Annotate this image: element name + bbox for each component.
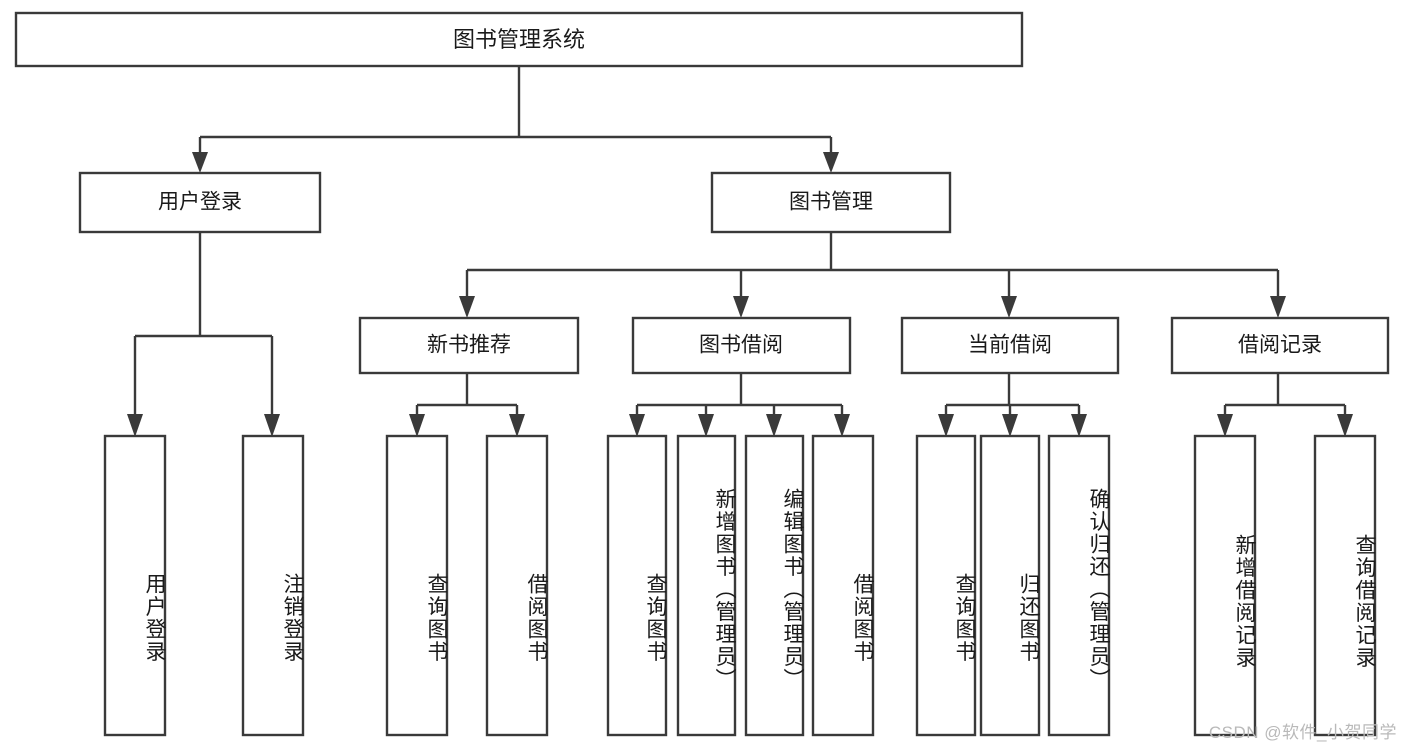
node-current-borrow[interactable]: 当前借阅 xyxy=(900,316,1120,375)
arrowhead-leaf-br-query xyxy=(1337,414,1353,437)
node-new-book-recommend[interactable]: 新书推荐 xyxy=(358,316,580,375)
node-root-box[interactable] xyxy=(14,11,1024,68)
node-current-borrow-box[interactable] xyxy=(900,316,1120,375)
node-root-label: 图书管理系统 xyxy=(453,27,585,52)
arrowhead-bookmgmt xyxy=(823,152,839,173)
arrowhead-currentborrow xyxy=(1001,296,1017,318)
leaf-box-bb-borrow[interactable] xyxy=(811,434,875,737)
node-new-book-recommend-box[interactable] xyxy=(358,316,580,375)
leaf-box-newbook-borrow[interactable] xyxy=(485,434,549,737)
leaf-box-user-logout[interactable] xyxy=(241,434,305,737)
arrowhead-bookborrow xyxy=(733,296,749,318)
arrowhead-leaf-br-add xyxy=(1217,414,1233,437)
arrowhead-newbook xyxy=(459,296,475,318)
leaf-box-newbook-query[interactable] xyxy=(385,434,449,737)
arrowhead-leaf-user-login xyxy=(127,414,143,437)
arrowhead-leaf-user-logout xyxy=(264,414,280,437)
node-book-borrow-box[interactable] xyxy=(631,316,852,375)
leaf-box-br-query[interactable] xyxy=(1313,434,1377,737)
arrowhead-leaf-newbook-borrow xyxy=(509,414,525,437)
connector-group xyxy=(127,66,1353,437)
leaf-box-cb-return[interactable] xyxy=(979,434,1041,737)
node-book-management-label: 图书管理 xyxy=(789,191,873,214)
leaf-box-br-add[interactable] xyxy=(1193,434,1257,737)
csdn-watermark: CSDN @软件_小贺同学 xyxy=(1208,723,1397,742)
leaf-box-bb-edit[interactable] xyxy=(744,434,805,737)
node-borrow-record[interactable]: 借阅记录 xyxy=(1170,316,1390,375)
arrowhead-borrowrecord xyxy=(1270,296,1286,318)
arrowhead-userlogin xyxy=(192,152,208,173)
node-current-borrow-label: 当前借阅 xyxy=(968,334,1052,357)
node-book-borrow-label: 图书借阅 xyxy=(699,334,783,357)
leaf-box-bb-add[interactable] xyxy=(676,434,737,737)
node-user-login[interactable]: 用户登录 xyxy=(78,171,322,234)
node-book-borrow[interactable]: 图书借阅 xyxy=(631,316,852,375)
arrowhead-leaf-bb-query xyxy=(629,414,645,437)
leaf-box-bb-query[interactable] xyxy=(606,434,668,737)
node-user-login-label: 用户登录 xyxy=(158,191,242,214)
node-user-login-box[interactable] xyxy=(78,171,322,234)
node-book-management[interactable]: 图书管理 xyxy=(710,171,952,234)
arrowhead-leaf-cb-query xyxy=(938,414,954,437)
leaf-box-cb-confirm[interactable] xyxy=(1047,434,1111,737)
arrowhead-leaf-bb-add xyxy=(698,414,714,437)
arrowhead-leaf-cb-confirm xyxy=(1071,414,1087,437)
arrowhead-leaf-bb-borrow xyxy=(834,414,850,437)
node-root[interactable]: 图书管理系统 xyxy=(14,11,1024,68)
node-borrow-record-box[interactable] xyxy=(1170,316,1390,375)
leaf-box-user-login[interactable] xyxy=(103,434,167,737)
arrowhead-leaf-bb-edit xyxy=(766,414,782,437)
node-borrow-record-label: 借阅记录 xyxy=(1238,334,1322,357)
node-book-management-box[interactable] xyxy=(710,171,952,234)
node-new-book-recommend-label: 新书推荐 xyxy=(427,334,511,357)
arrowhead-leaf-cb-return xyxy=(1002,414,1018,437)
leaf-box-cb-query[interactable] xyxy=(915,434,977,737)
arrowhead-leaf-newbook-query xyxy=(409,414,425,437)
